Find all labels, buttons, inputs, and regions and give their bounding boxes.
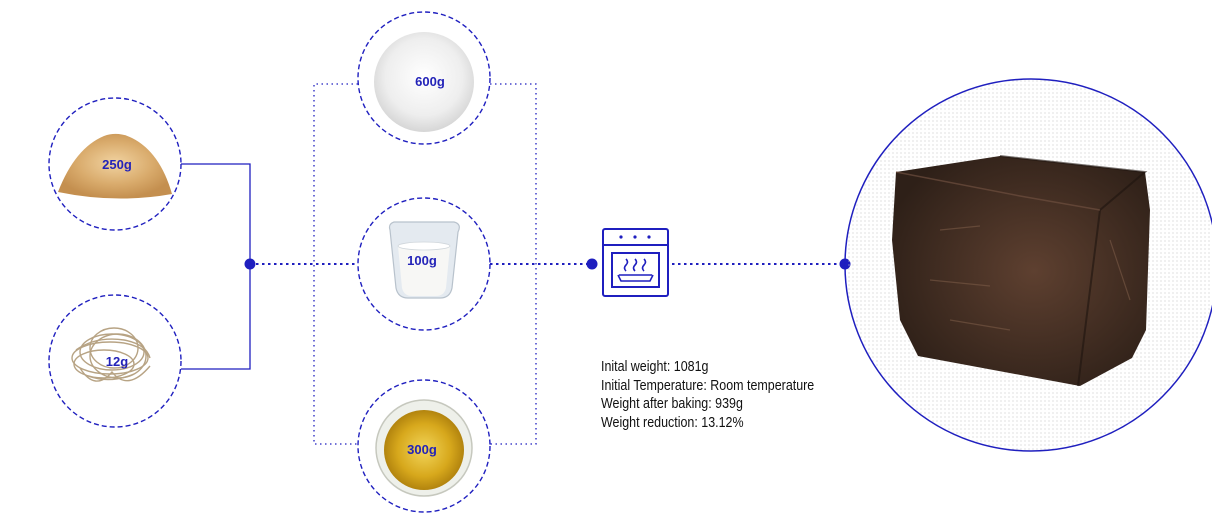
weight-reduction-text: Weight reduction: 13.12% [601, 414, 744, 431]
junction-dot-oven [586, 258, 598, 270]
ingredient-water: 100g [357, 197, 491, 331]
sawdust-weight-label: 250g [102, 157, 132, 172]
fiber-bundle-image [71, 327, 151, 382]
oil-weight-label: 300g [407, 442, 437, 457]
connector-solid [181, 163, 251, 370]
oven-icon [602, 228, 669, 297]
initial-weight-text: Inital weight: 1081g [601, 359, 709, 375]
water-weight-label: 100g [407, 253, 437, 268]
ingredient-sawdust: 250g [48, 97, 182, 231]
ingredient-oil: 300g [357, 379, 491, 513]
ingredient-fiber: 12g [48, 294, 182, 428]
initial-temperature-text: Initial Temperature: Room temperature [601, 377, 815, 394]
fiber-weight-label: 12g [106, 354, 128, 369]
oil-bowl-image [375, 399, 473, 497]
junction-dot-left [244, 258, 256, 270]
result-info: Inital weight: 1081g Initial Temperature… [601, 358, 814, 432]
sawdust-pile-image [58, 133, 172, 199]
brick-image [892, 155, 1150, 387]
ingredient-powder: 600g [357, 11, 491, 145]
weight-after-baking-text: Weight after baking: 939g [601, 396, 743, 412]
powder-weight-label: 600g [415, 74, 445, 89]
result-brick [844, 78, 1212, 452]
connector-frame [313, 83, 537, 445]
powder-pile-image [374, 32, 474, 132]
water-beaker-image [388, 221, 460, 299]
